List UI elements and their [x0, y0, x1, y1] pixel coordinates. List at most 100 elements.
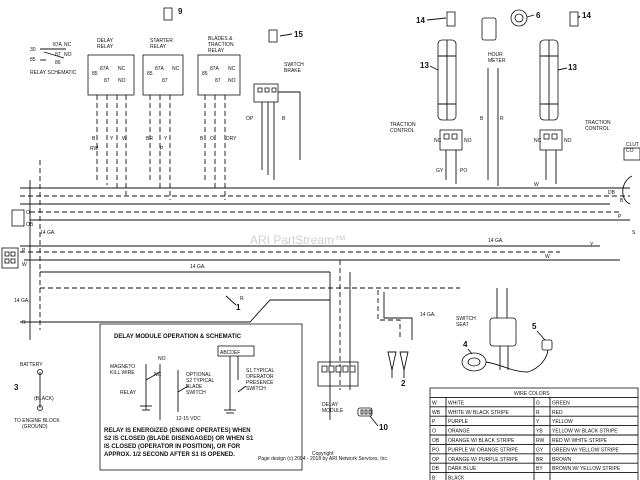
- wire-color-name: RED W/ WHITE STRIPE: [552, 438, 608, 444]
- wire-color-name: RED: [552, 410, 563, 416]
- relay-pin-87a: 87A: [53, 42, 63, 48]
- svg-text:DB: DB: [608, 190, 616, 196]
- engine-block-label: TO ENGINE BLOCK(GROUND): [14, 418, 60, 430]
- wire-color-name: BROWN: [552, 457, 572, 463]
- svg-text:W: W: [22, 262, 27, 268]
- svg-text:87: 87: [162, 78, 168, 84]
- svg-text:NC: NC: [118, 66, 126, 72]
- connector-ten: [357, 407, 373, 417]
- harness-post-left: [437, 39, 457, 121]
- svg-text:OP: OP: [246, 116, 254, 122]
- wire-color-code: GY: [536, 447, 544, 453]
- gauge-label-3: 14 GA.: [420, 312, 436, 318]
- wire-color-code: BR: [536, 457, 543, 463]
- plug-connector: [527, 339, 553, 373]
- svg-text:Y: Y: [164, 136, 168, 142]
- svg-text:87A: 87A: [210, 66, 220, 72]
- svg-text:W: W: [534, 182, 539, 188]
- wire-color-code: B: [432, 476, 436, 480]
- wire-color-code: DB: [432, 466, 440, 472]
- svg-text:W: W: [545, 254, 550, 260]
- wire-color-code: YB: [536, 429, 543, 435]
- wire-color-name: DARK BLUE: [448, 466, 477, 472]
- svg-text:NC: NC: [534, 138, 542, 144]
- relay-pin-87: 87: [55, 52, 61, 58]
- svg-text:DRY: DRY: [226, 136, 237, 142]
- relay-no: NO: [64, 52, 72, 58]
- svg-text:B: B: [480, 116, 484, 122]
- svg-text:BR: BR: [146, 136, 153, 142]
- wire-color-code: R: [536, 410, 540, 416]
- delay-module-pins: ABCDEF: [220, 350, 240, 356]
- svg-text:NC: NC: [434, 138, 442, 144]
- svg-text:85: 85: [92, 71, 98, 77]
- battery-cable: BATTERY (BLACK) TO ENGINE BLOCK(GROUND): [14, 362, 60, 430]
- svg-text:B: B: [282, 116, 286, 122]
- wire-color-code: RW: [536, 438, 545, 444]
- terminals: [387, 351, 409, 378]
- battery-label: BATTERY: [20, 362, 43, 368]
- wire-color-name: WHITE: [448, 400, 465, 406]
- callout-3: 3: [14, 383, 19, 392]
- wire-color-code: BY: [536, 466, 543, 472]
- svg-text:87: 87: [215, 78, 221, 84]
- svg-text:B: B: [620, 198, 624, 204]
- svg-text:S: S: [632, 230, 636, 236]
- callout-14-right: 14: [582, 11, 591, 20]
- delay-module-description: RELAY IS ENERGIZED (ENGINE OPERATES) WHE…: [104, 428, 255, 458]
- svg-text:NC: NC: [172, 66, 180, 72]
- svg-text:O: O: [210, 136, 214, 142]
- wire-color-name: ORANGE W/ BLACK STRIPE: [448, 438, 515, 444]
- svg-text:85: 85: [147, 71, 153, 77]
- svg-text:Y: Y: [110, 136, 114, 142]
- callout-13-right: 13: [568, 63, 577, 72]
- svg-text:R: R: [22, 320, 26, 326]
- wire-color-name: GREEN: [552, 400, 570, 406]
- wire-color-code: W: [432, 400, 437, 406]
- wire-color-name: PURPLE W/ ORANGE STRIPE: [448, 447, 519, 453]
- callout-10: 10: [379, 423, 388, 432]
- harness-post-right: [539, 39, 559, 121]
- wire-color-name: BLACK: [448, 476, 465, 480]
- battery-note: (BLACK): [34, 396, 54, 402]
- wire-color-name: BROWN W/ YELLOW STRIPE: [552, 466, 621, 472]
- wire-color-name: GREEN W/ YELLOW STRIPE: [552, 447, 620, 453]
- callouts: 1 2 3 4 5 6 9 10 13 13 14 14 15: [14, 7, 591, 432]
- watermark: ARI PartStream™: [250, 233, 346, 247]
- svg-text:O: O: [26, 210, 30, 216]
- gauge-label-4: 14 GA.: [40, 230, 56, 236]
- left-connectors: OOB PW R 14 GA.: [1, 209, 34, 326]
- voltage-label: 12-15 VDC: [176, 416, 201, 422]
- wire-color-code: G: [536, 400, 540, 406]
- nc-label: NC: [154, 372, 162, 378]
- gauge-label-2: 14 GA.: [488, 238, 504, 244]
- svg-text:W: W: [122, 136, 127, 142]
- main-harness: [20, 160, 630, 420]
- svg-text:P: P: [618, 214, 622, 220]
- wire-color-code: PO: [432, 447, 439, 453]
- delay-module-operation-box: DELAY MODULE OPERATION & SCHEMATIC ABCDE…: [99, 323, 303, 471]
- callout-6: 6: [536, 11, 541, 20]
- callout-9: 9: [178, 7, 183, 16]
- relay-schematic-title: RELAY SCHEMATIC: [30, 70, 77, 76]
- svg-text:B: B: [200, 136, 204, 142]
